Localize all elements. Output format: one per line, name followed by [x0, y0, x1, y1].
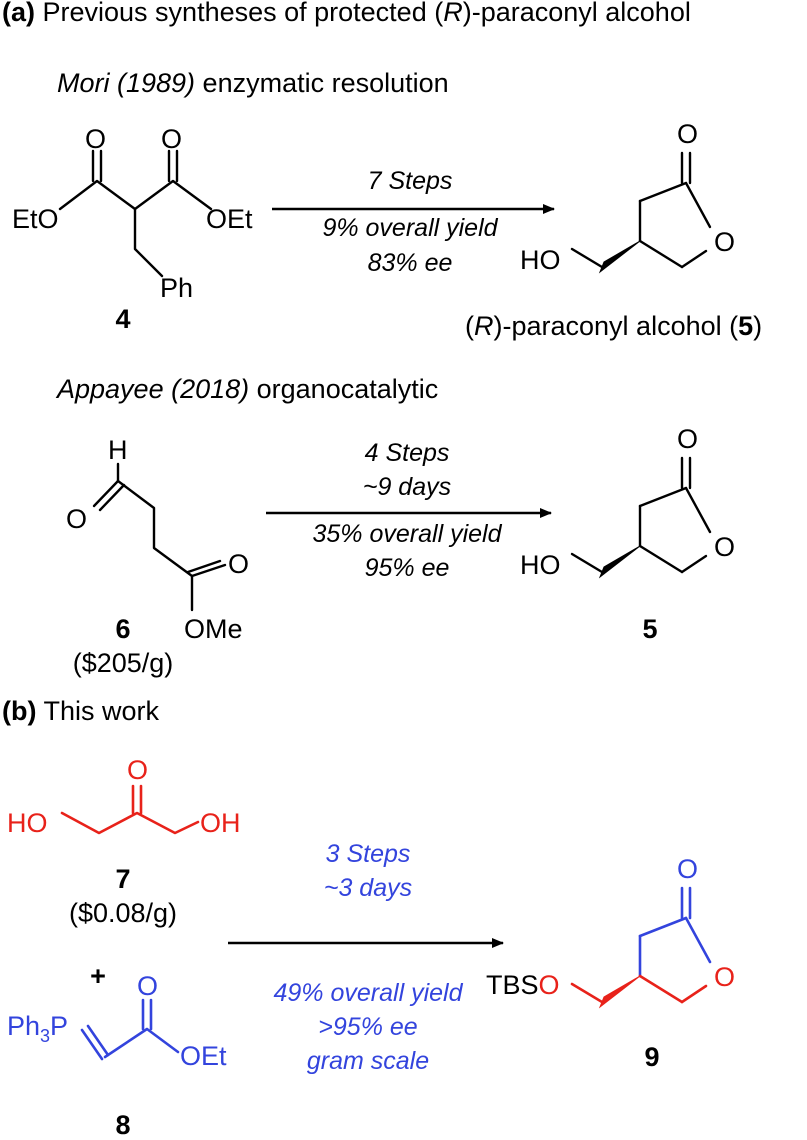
lactone-ring-1: OO: [570, 119, 735, 274]
route3-cond-below-2: >95% ee: [318, 1013, 417, 1041]
compound-6-price: ($205/g): [73, 648, 174, 678]
atom-Ph3P: Ph3P: [7, 1011, 68, 1046]
compound-7-structure: [60, 784, 200, 835]
compound-4-label: 4: [115, 304, 130, 334]
route1-cond-below-2: 83% ee: [368, 249, 453, 277]
route1-cond-above: 7 Steps: [368, 167, 453, 195]
atom-OMe: OMe: [184, 614, 243, 644]
atom-O: O: [161, 124, 182, 154]
lactone-ring-2: OO: [570, 424, 735, 579]
route1-cond-below-1: 9% overall yield: [322, 214, 498, 242]
route2-cond-below-1: 35% overall yield: [313, 520, 503, 548]
compound-6-structure: [92, 462, 227, 612]
atom-Ph: Ph: [160, 273, 193, 303]
compound-8-structure: [80, 998, 180, 1061]
route2-name: Appayee (2018) organocatalytic: [55, 374, 438, 404]
route3-cond-below-1: 49% overall yield: [274, 979, 464, 1007]
atom-HO: HO: [520, 550, 561, 580]
atom-O: O: [714, 532, 735, 562]
atom-O: O: [66, 504, 87, 534]
section-b-title: (b) This work: [2, 696, 160, 726]
atom-O: O: [714, 962, 735, 992]
atom-O: O: [137, 971, 158, 1001]
compound-5-caption: (R)-paraconyl alcohol (5): [465, 311, 762, 341]
atom-OEt: OEt: [206, 204, 253, 234]
atom-H: H: [108, 435, 128, 465]
compound-9-structure: OO: [570, 854, 735, 1009]
atom-OH: OH: [200, 808, 241, 838]
atom-O: O: [677, 119, 698, 149]
compound-7-label: 7: [115, 864, 130, 894]
plus-sign: +: [90, 961, 106, 991]
atom-EtO: EtO: [12, 204, 59, 234]
atom-HO: HO: [7, 808, 48, 838]
compound-9-label: 9: [644, 1042, 659, 1072]
atom-O: O: [677, 854, 698, 884]
atom-O: O: [677, 424, 698, 454]
route3-cond-above-2: ~3 days: [324, 874, 412, 902]
compound-4-structure: [58, 149, 213, 278]
route1-name: Mori (1989) enzymatic resolution: [57, 68, 449, 98]
atom-O: O: [714, 227, 735, 257]
route3-cond-below-3: gram scale: [307, 1047, 429, 1075]
route2-cond-above-1: 4 Steps: [365, 439, 450, 467]
compound-8-label: 8: [115, 1110, 130, 1140]
compound-5-label: 5: [642, 614, 657, 644]
route3-cond-above-1: 3 Steps: [326, 840, 411, 868]
section-a-title: (a) Previous syntheses of protected (R)-…: [2, 0, 691, 27]
atom-O: O: [85, 124, 106, 154]
atom-O: O: [127, 755, 148, 785]
atom-HO: HO: [520, 245, 561, 275]
route2-cond-above-2: ~9 days: [363, 473, 451, 501]
atom-OEt: OEt: [180, 1041, 227, 1071]
compound-7-price: ($0.08/g): [69, 898, 177, 928]
atom-TBSO: TBSO: [486, 970, 560, 1000]
route2-cond-below-2: 95% ee: [365, 554, 450, 582]
compound-6-label: 6: [115, 614, 130, 644]
atom-O: O: [228, 549, 249, 579]
